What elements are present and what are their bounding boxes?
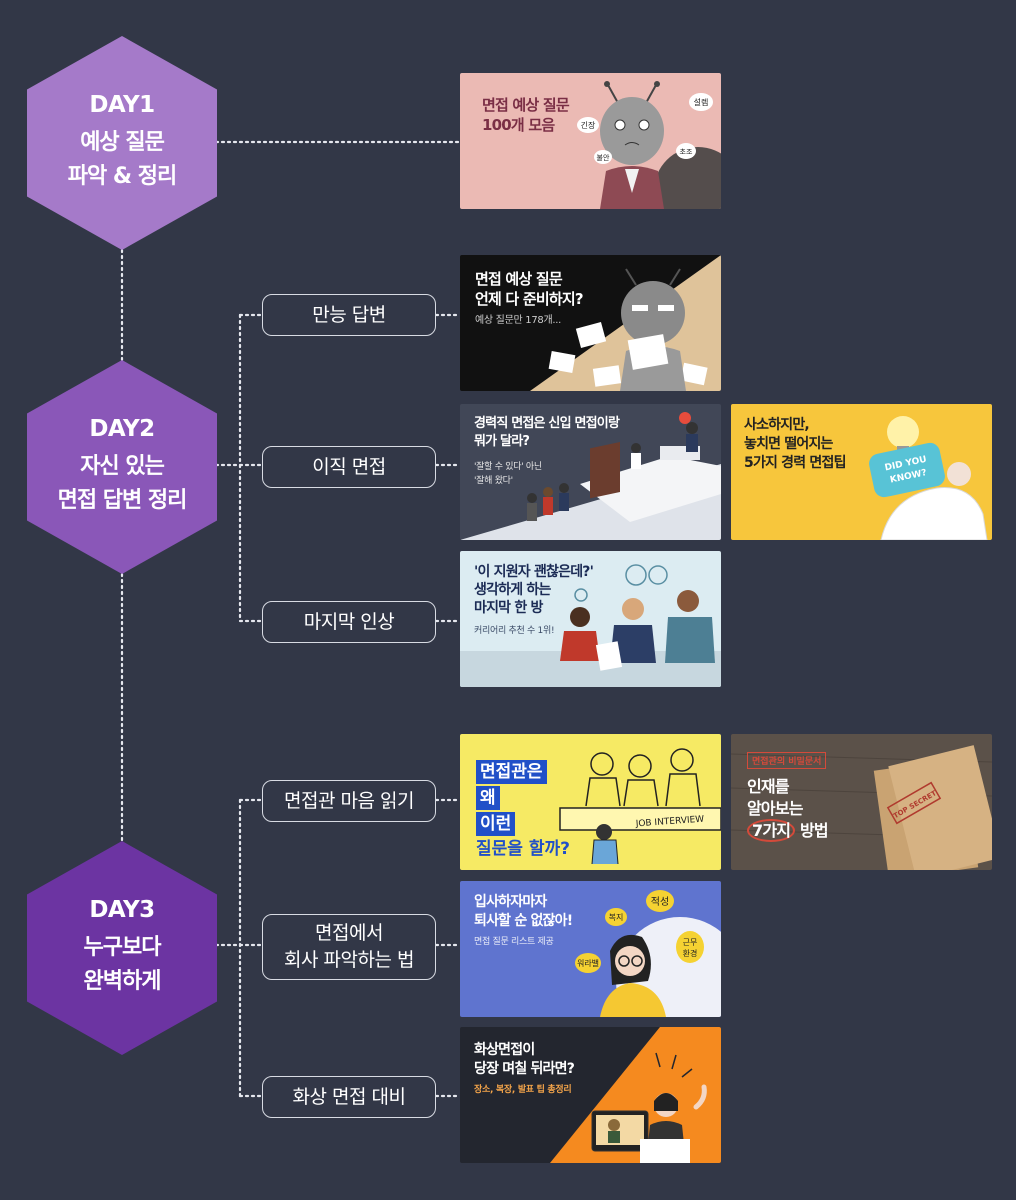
- headline-stack: 면접관은 왜 이런 질문을 할까?: [476, 760, 570, 860]
- feeling-bubble-label: 초조: [680, 148, 693, 156]
- topic-label: 면접관 마음 읽기: [284, 789, 414, 812]
- papers-character-illustration: [530, 255, 721, 391]
- secret-document-stamp: 면접관의 비밀문서: [747, 752, 827, 769]
- card-5-career-interview-tips[interactable]: DID YOU KNOW? 사소하지만, 놓치면 떨어지는 5가지 경력 면접팁: [731, 404, 992, 540]
- card-subtitle: 예상 질문만 178개...: [475, 315, 561, 326]
- card-career-vs-entry-interview[interactable]: 경력직 면접은 신입 면접이랑 뭐가 달라? '잘할 수 있다' 아닌 '잘해 …: [460, 404, 721, 540]
- concern-bubble-label: 적성: [651, 896, 669, 908]
- topic-label: 화상 면접 대비: [292, 1085, 406, 1108]
- interview-panel-illustration: [460, 564, 721, 687]
- concern-bubble-label: 근무: [683, 938, 698, 947]
- card-subtitle-line: '잘할 수 있다' 아닌: [474, 462, 542, 472]
- topic-label: 면접에서: [315, 922, 383, 944]
- headline-line: 질문을 할까?: [476, 839, 570, 859]
- office-waiting-room-illustration: [460, 412, 721, 540]
- card-title-line: 화상면접이: [474, 1042, 535, 1058]
- card-title: 면접 예상 질문 언제 다 준비하지?: [475, 269, 584, 309]
- card-title-line: 언제 다 준비하지?: [475, 290, 584, 308]
- card-title-line: 생각하게 하는: [474, 582, 551, 598]
- day-title-line: 면접 답변 정리: [57, 488, 188, 513]
- card-title-line: 뭐가 달라?: [474, 434, 530, 449]
- card-interview-questions-100[interactable]: 설렘 긴장 불안 초조 면접 예상 질문 100개 모음: [460, 73, 721, 209]
- card-subtitle: 면접 질문 리스트 제공: [474, 937, 554, 947]
- day-title-line: 누구보다: [83, 935, 162, 960]
- card-title-line: 사소하지만,: [744, 417, 810, 433]
- card-subtitle: '잘할 수 있다' 아닌 '잘해 왔다': [474, 460, 542, 488]
- card-title-line: 당장 며칠 뒤라면?: [474, 1061, 575, 1077]
- card-title-line: 면접 예상 질문: [475, 270, 563, 288]
- card-title: 사소하지만, 놓치면 떨어지는 5가지 경력 면접팁: [744, 416, 846, 473]
- card-title-line: 7가지 방법: [747, 819, 829, 842]
- day-label: DAY1: [89, 92, 155, 118]
- headline-line: 면접관은: [476, 760, 547, 784]
- concern-bubble-label: 워라밸: [577, 958, 599, 968]
- feeling-bubble-label: 긴장: [581, 120, 596, 130]
- card-title: 화상면접이 당장 며칠 뒤라면?: [474, 1041, 575, 1079]
- card-subtitle-line: '잘해 왔다': [474, 476, 513, 486]
- card-title-line: 인재를: [747, 777, 790, 796]
- banner-text: JOB INTERVIEW: [634, 815, 704, 830]
- feeling-bubble-label: 설렘: [694, 97, 709, 107]
- day-label: DAY3: [89, 897, 155, 923]
- card-title: 경력직 면접은 신입 면접이랑 뭐가 달라?: [474, 415, 620, 451]
- topic-last-impression[interactable]: 마지막 인상: [262, 601, 436, 643]
- card-title-line: 면접 예상 질문: [482, 96, 570, 114]
- topic-career-change-interview[interactable]: 이직 면접: [262, 446, 436, 488]
- thinking-woman-illustration: 적성 복지 워라밸 근무 환경: [575, 890, 721, 1017]
- card-title-line: 100개 모음: [482, 116, 555, 134]
- did-you-know-illustration: DID YOU KNOW?: [869, 416, 988, 540]
- card-title: '이 지원자 괜찮은데?' 생각하게 하는 마지막 한 방: [474, 563, 594, 617]
- day-title-line: 자신 있는: [80, 454, 165, 479]
- card-title-word: 방법: [799, 821, 829, 840]
- card-title-line: 퇴사할 순 없잖아!: [474, 913, 573, 929]
- secret-envelope-illustration: TOP SECRET: [731, 745, 992, 870]
- card-why-interviewer-asks[interactable]: JOB INTERVIEW 면접관은 왜 이런 질문을 할까?: [460, 734, 721, 870]
- topic-label: 만능 답변: [312, 303, 386, 326]
- topic-label: 마지막 인상: [303, 610, 395, 633]
- card-title: 인재를 알아보는 7가지 방법: [747, 776, 829, 842]
- day-title-line: 예상 질문: [80, 130, 165, 155]
- card-title-line: 놓치면 떨어지는: [744, 436, 833, 452]
- headline-line: 이런: [476, 812, 516, 836]
- card-subtitle: 장소, 복장, 발표 팁 총정리: [474, 1085, 572, 1095]
- card-last-impression[interactable]: '이 지원자 괜찮은데?' 생각하게 하는 마지막 한 방 커리어리 추천 수 …: [460, 551, 721, 687]
- video-call-illustration: [550, 1027, 721, 1163]
- nervous-character-illustration: 설렘 긴장 불안 초조: [577, 81, 721, 209]
- card-7-ways-to-spot-talent[interactable]: TOP SECRET 면접관의 비밀문서 인재를 알아보는 7가지 방법: [731, 734, 992, 870]
- topic-understand-company[interactable]: 면접에서 회사 파악하는 법: [262, 914, 436, 980]
- card-when-to-prepare[interactable]: 면접 예상 질문 언제 다 준비하지? 예상 질문만 178개...: [460, 255, 721, 391]
- day-title-line: 파악 & 정리: [67, 164, 177, 189]
- card-title-line: 5가지 경력 면접팁: [744, 455, 846, 471]
- day3-hexagon: DAY3 누구보다 완벽하게: [27, 841, 217, 1055]
- concern-bubble-label: 복지: [609, 913, 624, 922]
- feeling-bubble-label: 불안: [597, 153, 610, 162]
- card-title-line: 입사하자마자: [474, 894, 547, 910]
- topic-read-interviewer-mind[interactable]: 면접관 마음 읽기: [262, 780, 436, 822]
- topic-label: 회사 파악하는 법: [284, 949, 414, 971]
- headline-line: 왜: [476, 786, 500, 810]
- highlight-circle: 7가지: [747, 819, 796, 842]
- day-title-line: 완벽하게: [83, 969, 162, 994]
- card-title-line: 알아보는: [747, 799, 803, 818]
- topic-allround-answer[interactable]: 만능 답변: [262, 294, 436, 336]
- card-title-line: 마지막 한 방: [474, 600, 543, 616]
- card-title-line: '이 지원자 괜찮은데?': [474, 564, 594, 580]
- card-subtitle: 커리어리 추천 수 1위!: [474, 626, 555, 636]
- card-cant-quit-right-after-joining[interactable]: 적성 복지 워라밸 근무 환경 입사하자마자 퇴사할 순 없잖아! 면접 질문 …: [460, 881, 721, 1017]
- card-video-interview-soon[interactable]: 화상면접이 당장 며칠 뒤라면? 장소, 복장, 발표 팁 총정리: [460, 1027, 721, 1163]
- job-interview-panel-illustration: JOB INTERVIEW: [559, 748, 721, 865]
- concern-bubble-label: 환경: [683, 948, 698, 958]
- card-title: 면접 예상 질문 100개 모음: [482, 95, 570, 135]
- card-title-line: 경력직 면접은 신입 면접이랑: [474, 416, 620, 431]
- card-title: 입사하자마자 퇴사할 순 없잖아!: [474, 893, 573, 931]
- topic-video-interview[interactable]: 화상 면접 대비: [262, 1076, 436, 1118]
- day-label: DAY2: [89, 416, 155, 442]
- topic-label: 이직 면접: [312, 455, 386, 478]
